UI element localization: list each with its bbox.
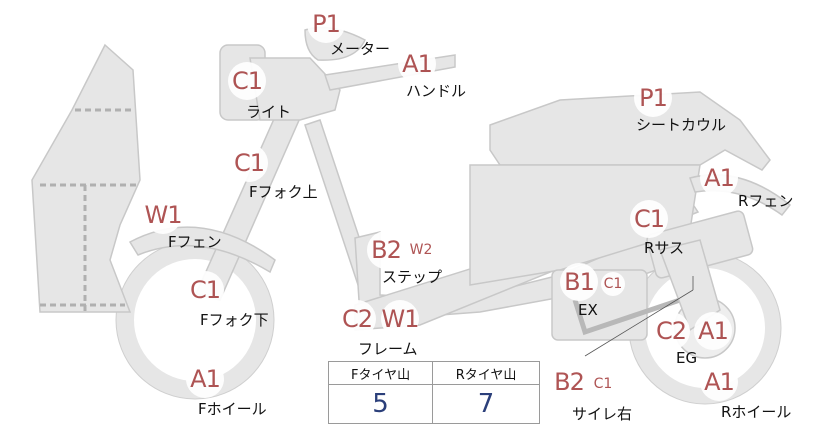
exhaust-pipe — [572, 297, 681, 336]
ffork-upper-grade-badge: C1 — [230, 144, 268, 182]
eg-grade-2: A1 — [698, 317, 729, 345]
ffork-lower-grade-badge: C1 — [186, 271, 224, 309]
light-label: ライト — [246, 103, 292, 121]
eg-grade-badge-1: C2 — [652, 312, 690, 350]
seat-cowl-shape — [489, 91, 771, 171]
body-shape — [469, 164, 701, 286]
seatcowl-grade: P1 — [639, 84, 668, 112]
frame-grade-2: W1 — [381, 305, 420, 333]
rwheel-label: Rホイール — [721, 403, 792, 421]
ffender-grade: W1 — [144, 201, 183, 229]
light-grade-badge: C1 — [228, 62, 266, 100]
ffork-lower-grade: C1 — [189, 276, 221, 304]
rwheel-grade: A1 — [704, 368, 735, 396]
light-grade: C1 — [231, 67, 263, 95]
seatcowl-grade-badge: P1 — [634, 79, 672, 117]
step-grade-badge-2: W2 — [409, 238, 433, 262]
rear-tire-header: Rタイヤ山 — [432, 361, 540, 385]
tire-tread-table: Fタイヤ山 Rタイヤ山 5 7 — [327, 361, 540, 424]
step-grade-1: B2 — [371, 236, 402, 264]
headset-shape — [249, 57, 341, 121]
handle-grade-badge: A1 — [398, 45, 436, 83]
fwheel-grade: A1 — [190, 365, 221, 393]
front-shield-shape — [31, 43, 141, 313]
rear-tire-value: 7 — [432, 384, 540, 424]
rfender-label: Rフェン — [738, 192, 794, 210]
fwheel-label: Fホイール — [198, 400, 267, 418]
ffork-upper-label: Fフォク上 — [249, 183, 318, 201]
meter-grade-badge: P1 — [307, 5, 345, 43]
rfender-grade-badge: A1 — [700, 159, 738, 197]
rsus-label: Rサス — [644, 239, 685, 257]
ffender-label: Fフェン — [168, 233, 222, 251]
ex-grade-badge-2: C1 — [601, 272, 625, 296]
ex-label: EX — [578, 301, 598, 319]
front-tire-value: 5 — [327, 384, 434, 424]
leader-line — [584, 289, 694, 357]
ffork-lower-label: Fフォク下 — [200, 311, 269, 329]
ex-grade-2: C1 — [603, 276, 623, 292]
muffler-grade-badge-2: C1 — [591, 372, 615, 396]
ffender-grade-badge: W1 — [144, 196, 183, 234]
muffler-grade-2: C1 — [593, 376, 613, 392]
eg-grade-badge-2: A1 — [694, 312, 732, 350]
ex-grade-1: B1 — [564, 268, 595, 296]
eg-label: EG — [676, 349, 698, 367]
fwheel-grade-badge: A1 — [186, 360, 224, 398]
frame-label: フレーム — [358, 340, 418, 358]
frame-grade-badge-2: W1 — [381, 300, 420, 338]
rsus-grade: C1 — [633, 205, 665, 233]
rsus-grade-badge: C1 — [630, 200, 668, 238]
step-grade-badge-1: B2 — [367, 231, 405, 269]
swingarm-shape — [659, 239, 721, 332]
meter-label: メーター — [330, 40, 391, 58]
seatcowl-label: シートカウル — [636, 116, 727, 134]
ex-grade-badge-1: B1 — [560, 263, 598, 301]
muffler-label: サイレ右 — [572, 405, 633, 423]
muffler-grade-1: B2 — [554, 368, 585, 396]
meter-grade: P1 — [312, 10, 341, 38]
step-grade-2: W2 — [409, 242, 433, 258]
ffork-upper-grade: C1 — [233, 149, 265, 177]
front-tire-header: Fタイヤ山 — [327, 361, 434, 385]
frame-grade-1: C2 — [341, 305, 373, 333]
muffler-grade-badge-1: B2 — [550, 363, 588, 401]
handle-grade: A1 — [402, 50, 433, 78]
eg-grade-1: C2 — [655, 317, 687, 345]
handle-label: ハンドル — [406, 82, 467, 100]
step-label: ステップ — [382, 268, 443, 286]
shield-seams — [40, 108, 140, 312]
frame-grade-badge-1: C2 — [338, 300, 376, 338]
rfender-grade: A1 — [704, 164, 735, 192]
rwheel-grade-badge: A1 — [700, 363, 738, 401]
